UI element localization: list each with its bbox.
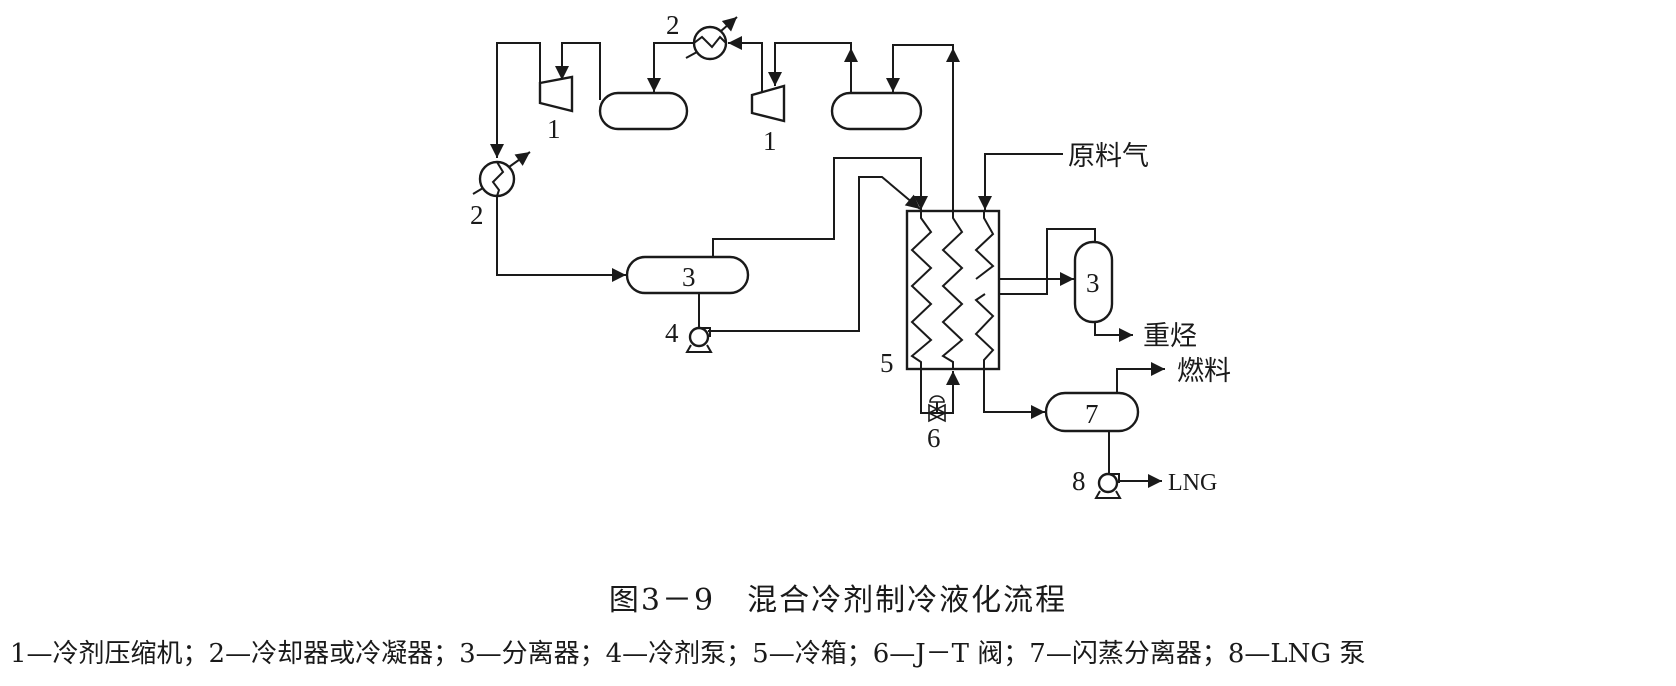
label-valve-6: 6 xyxy=(927,423,941,453)
pipe-feed-gas xyxy=(978,153,1063,210)
separator-3a xyxy=(625,255,750,295)
cooler-2a-icon xyxy=(685,16,738,61)
figure-title: 图3－9 混合冷剂制冷液化流程 xyxy=(608,583,1068,618)
jt-valve-6-icon xyxy=(927,395,947,423)
pipe-coldbox-to-flash7 xyxy=(983,369,1045,419)
piping xyxy=(490,36,1165,488)
pipe-comp1b-to-cooler2a xyxy=(728,36,763,93)
pipe-comp1a-to-cooler2b xyxy=(490,42,541,158)
drum-b xyxy=(830,91,923,131)
label-lng: LNG xyxy=(1168,470,1217,496)
compressor-1a-icon xyxy=(538,75,574,113)
coldbox-coil-3-upper xyxy=(974,211,995,280)
pipe-cooler2b-to-sep3a xyxy=(496,196,626,282)
pump-4-icon xyxy=(685,326,713,353)
flash-drum-7 xyxy=(1044,391,1140,433)
compressor-1b-icon xyxy=(750,84,786,123)
figure-legend: 1—冷剂压缩机；2—冷却器或冷凝器；3—分离器；4—冷剂泵；5—冷箱；6—J－T… xyxy=(10,639,1366,669)
pipe-coldbox-to-drumB xyxy=(886,44,954,211)
label-fuel: 燃料 xyxy=(1177,356,1231,387)
pipe-fuel xyxy=(1116,362,1165,393)
coldbox-coil-1 xyxy=(910,211,933,369)
pipe-drumA-to-comp1a xyxy=(555,42,601,100)
label-flash-7: 7 xyxy=(1085,399,1099,429)
label-coldbox-5: 5 xyxy=(880,348,894,378)
label-compressor-1a: 1 xyxy=(547,114,561,144)
pipe-sep3b-vapor-return xyxy=(985,228,1096,301)
label-heavy-hydrocarbons: 重烃 xyxy=(1143,321,1197,352)
label-separator-3b: 3 xyxy=(1086,268,1100,298)
coldbox-5 xyxy=(905,209,1001,371)
label-cooler-2a: 2 xyxy=(666,10,680,40)
pipe-sep3a-vapor-to-coldbox xyxy=(712,157,928,257)
coldbox-coil-3-lower xyxy=(974,293,995,369)
pump-8-icon xyxy=(1094,472,1122,499)
label-separator-3a: 3 xyxy=(682,262,696,292)
label-pump-8: 8 xyxy=(1072,466,1086,496)
pipe-drumB-to-comp1b xyxy=(768,42,852,93)
pipe-heavy-hydrocarbons xyxy=(1094,322,1133,342)
label-cooler-2b: 2 xyxy=(470,200,484,230)
pipe-pump4-to-coldbox xyxy=(708,176,921,332)
pipe-cooler2a-to-drumA xyxy=(647,42,694,92)
label-feed-gas: 原料气 xyxy=(1068,141,1149,172)
coldbox-coil-2 xyxy=(941,211,964,369)
label-compressor-1b: 1 xyxy=(763,126,777,156)
cooler-2b-icon xyxy=(472,151,531,198)
separator-3b xyxy=(1073,240,1114,324)
label-pump-4: 4 xyxy=(665,318,679,348)
drum-a xyxy=(598,91,689,131)
